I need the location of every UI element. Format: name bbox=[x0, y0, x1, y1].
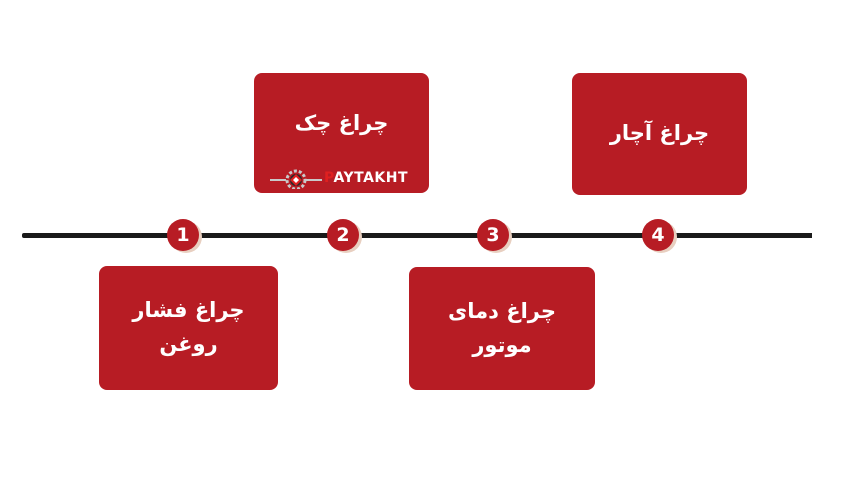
step-1-marker: 1 bbox=[167, 219, 199, 251]
card-handbrake-label: چراغ آچار bbox=[609, 121, 710, 146]
paytakht-logo: PAYTAKHT bbox=[270, 167, 408, 189]
logo-first-letter: P bbox=[324, 170, 334, 186]
card-engine-temp-line1: چراغ دمای bbox=[448, 298, 556, 323]
logo-text: PAYTAKHT bbox=[324, 170, 408, 186]
timeline-end-cap bbox=[812, 232, 818, 239]
timeline-line bbox=[22, 233, 814, 238]
card-check-engine: چراغ چک bbox=[254, 73, 429, 193]
card-engine-temp: چراغ دمای موتور bbox=[409, 267, 595, 390]
card-oil-pressure-line2: روغن bbox=[159, 332, 218, 356]
card-engine-temp-line2: موتور bbox=[472, 332, 532, 357]
card-handbrake: چراغ آچار bbox=[572, 73, 747, 195]
card-oil-pressure-line1: چراغ فشار bbox=[132, 298, 245, 323]
card-check-engine-label: چراغ چک bbox=[294, 111, 389, 135]
gear-logo-icon bbox=[270, 169, 322, 189]
card-oil-pressure: چراغ فشار روغن bbox=[99, 266, 278, 390]
step-2-marker: 2 bbox=[327, 219, 359, 251]
step-4-marker: 4 bbox=[642, 219, 674, 251]
logo-rest: AYTAKHT bbox=[333, 170, 409, 186]
step-3-marker: 3 bbox=[477, 219, 509, 251]
